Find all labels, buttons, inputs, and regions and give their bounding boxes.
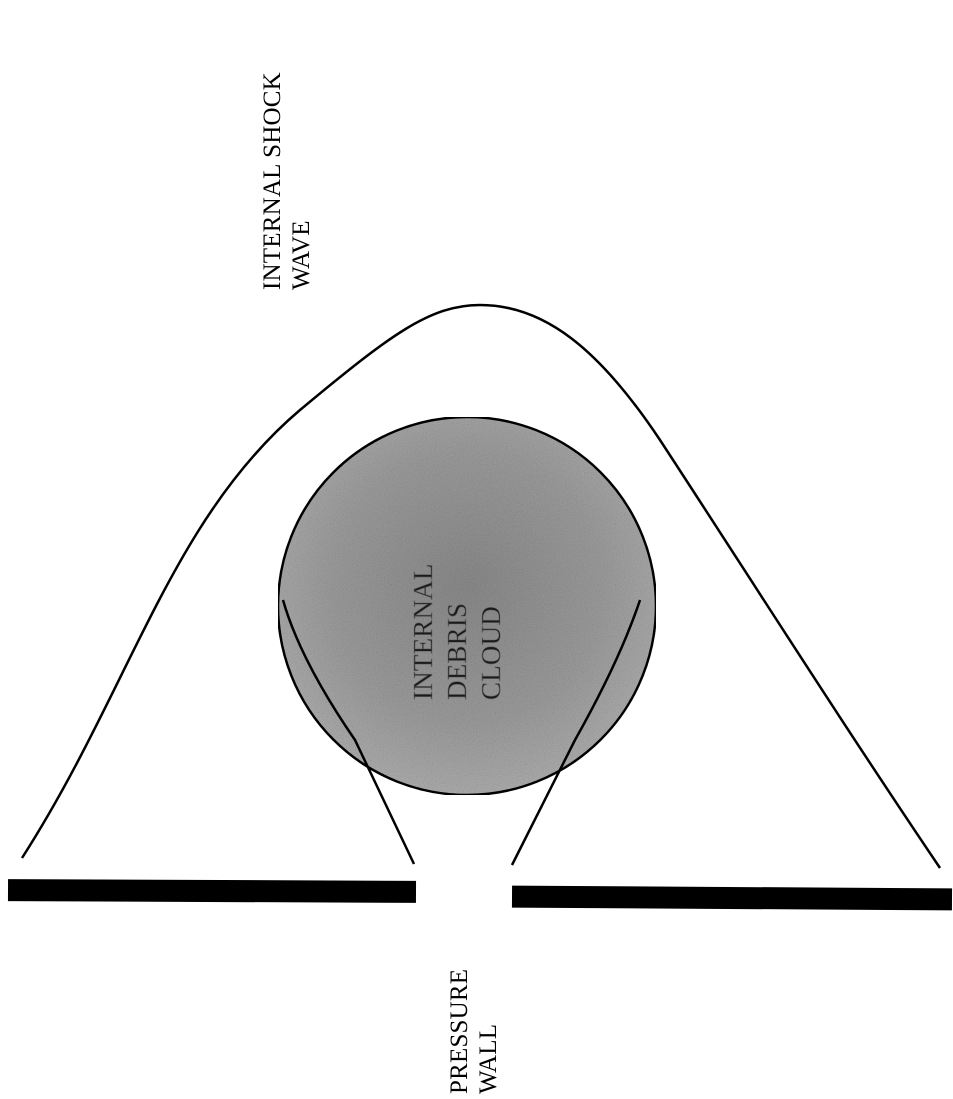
shock-wave-label-line2: WAVE	[288, 220, 315, 290]
shock-wave-label-line1: INTERNAL SHOCK	[259, 72, 286, 290]
pressure-wall-label-line2: WALL	[475, 1024, 502, 1094]
pressure-wall-right	[512, 886, 952, 911]
debris-cloud-label-line3: CLOUD	[476, 606, 506, 700]
debris-cloud-label-line1: INTERNAL	[408, 564, 438, 700]
shock-wave-label: INTERNAL SHOCK WAVE	[259, 66, 315, 290]
pressure-wall-label: PRESSURE WALL	[446, 962, 502, 1094]
debris-cloud-label-line2: DEBRIS	[442, 603, 472, 700]
pressure-wall-left	[8, 879, 416, 903]
pressure-wall-label-line1: PRESSURE	[446, 969, 473, 1094]
